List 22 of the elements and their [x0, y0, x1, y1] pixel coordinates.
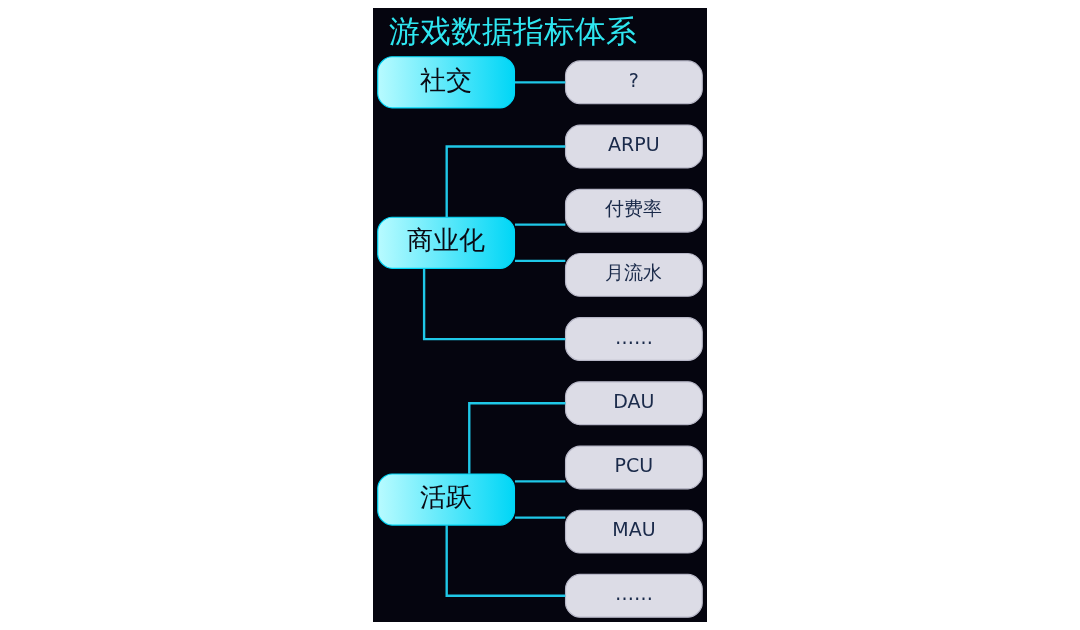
connector — [514, 259, 566, 263]
node-box: 商业化 — [377, 216, 516, 269]
node-box: 社交 — [377, 56, 516, 109]
node-box: …… — [564, 317, 703, 362]
node-box: 付费率 — [564, 188, 703, 233]
node-box: PCU — [564, 445, 703, 490]
connector — [514, 480, 566, 483]
diagram-title: 游戏数据指标体系 — [388, 13, 637, 50]
connector — [514, 81, 566, 84]
node-box: ARPU — [564, 124, 703, 169]
connector — [468, 402, 566, 474]
node-box: ? — [564, 60, 703, 105]
node-box: DAU — [564, 381, 703, 426]
node-box: 活跃 — [377, 473, 516, 526]
connector — [445, 525, 566, 597]
connector — [514, 223, 566, 226]
node-box: MAU — [564, 509, 703, 554]
connector — [514, 516, 566, 519]
node-box: …… — [564, 573, 703, 618]
connector — [445, 145, 566, 217]
node-box: 月流水 — [564, 252, 703, 297]
connector — [422, 268, 566, 341]
